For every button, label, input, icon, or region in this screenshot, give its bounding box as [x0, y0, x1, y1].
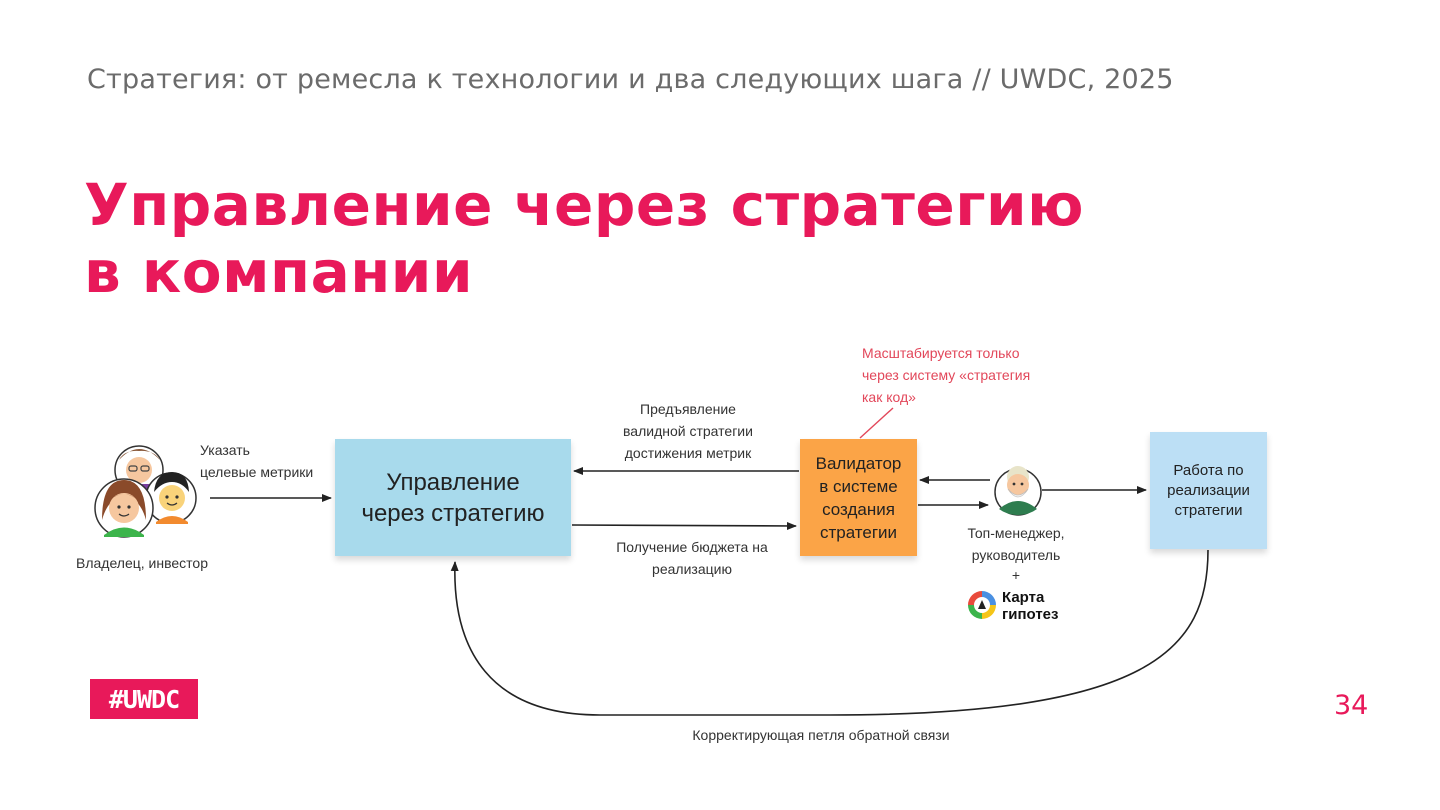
- validator-line-2: в системе: [819, 476, 898, 496]
- box-strategy-implementation: Работа по реализации стратегии: [1150, 432, 1267, 549]
- metrics-label-line-2: целевые метрики: [200, 464, 314, 480]
- budget-label-line-2: реализацию: [652, 561, 732, 577]
- logo-text-line-1: Карта: [1002, 589, 1045, 606]
- valid-strategy-arrow-label: Предъявление валидной стратегии достижен…: [600, 398, 776, 464]
- work-line-1: Работа по: [1173, 461, 1244, 479]
- top-manager-avatar-icon: [994, 466, 1042, 516]
- box-strategy-management: Управление через стратегию: [335, 439, 571, 556]
- validator-line-3: создания: [822, 499, 895, 519]
- valid-label-line-2: валидной стратегии: [623, 423, 753, 439]
- manager-line-1: Топ-менеджер,: [967, 525, 1065, 541]
- work-line-3: стратегии: [1174, 501, 1243, 519]
- manager-label: Топ-менеджер, руководитель +: [950, 522, 1082, 584]
- scaling-note: Масштабируется только через систему «стр…: [862, 342, 1030, 408]
- owner-label: Владелец, инвестор: [76, 555, 208, 571]
- valid-label-line-1: Предъявление: [640, 401, 736, 417]
- note-line-1: Масштабируется только: [862, 345, 1020, 361]
- box-validator: Валидатор в системе создания стратегии: [800, 439, 917, 556]
- valid-label-line-3: достижения метрик: [624, 445, 752, 461]
- owner-group-avatars-icon: [94, 445, 197, 538]
- slide-title: Управление через стратегию в компании: [84, 172, 1084, 306]
- note-line-3: как код»: [862, 389, 916, 405]
- validator-line-4: стратегии: [819, 522, 898, 542]
- box-main-line-1: Управление: [386, 468, 520, 496]
- manager-line-2: руководитель: [971, 547, 1061, 563]
- arrow-main-to-validator: [571, 521, 797, 530]
- logo-text-line-2: гипотез: [1002, 606, 1059, 623]
- manager-plus: +: [1011, 567, 1021, 583]
- budget-arrow-label: Получение бюджета на реализацию: [594, 536, 790, 580]
- metrics-arrow-label: Указать целевые метрики: [200, 439, 313, 483]
- note-line-2: через систему «стратегия: [862, 367, 1031, 383]
- page-number: 34: [1334, 690, 1369, 721]
- karta-gipotez-logo-text: Карта гипотез: [1002, 589, 1058, 623]
- metrics-label-line-1: Указать: [200, 442, 250, 458]
- karta-gipotez-logo-icon: [968, 591, 996, 619]
- slide-title-line-1: Управление через стратегию: [84, 171, 1085, 239]
- work-line-2: реализации: [1167, 481, 1250, 499]
- slide-subtitle: Стратегия: от ремесла к технологии и два…: [87, 64, 1174, 95]
- box-main-line-2: через стратегию: [361, 499, 545, 527]
- note-pointer-line: [859, 407, 894, 439]
- feedback-loop-curve: [450, 549, 1209, 716]
- uwdc-badge: #UWDC: [90, 679, 198, 719]
- slide-title-line-2: в компании: [84, 238, 474, 306]
- validator-line-1: Валидатор: [815, 453, 902, 473]
- feedback-loop-label: Корректирующая петля обратной связи: [692, 727, 950, 743]
- budget-label-line-1: Получение бюджета на: [616, 539, 768, 555]
